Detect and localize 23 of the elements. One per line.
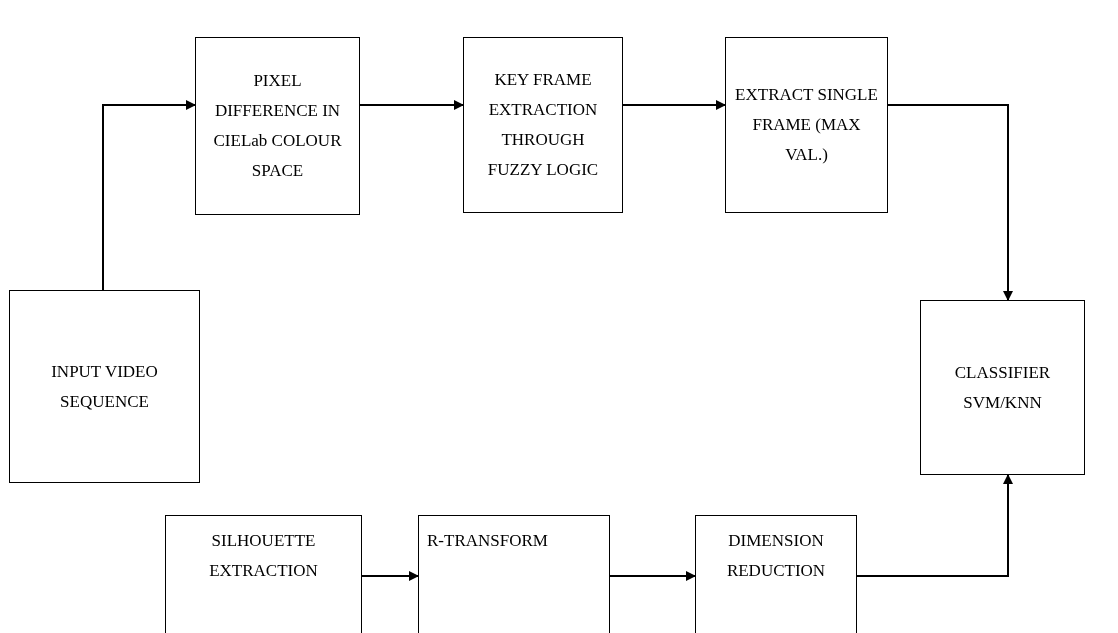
- arrow: [361, 571, 419, 581]
- box-label: PIXEL DIFFERENCE IN CIELab COLOUR SPACE: [212, 70, 343, 182]
- process-box: [418, 515, 610, 633]
- process-box: [165, 515, 362, 633]
- arrow: [359, 100, 464, 110]
- arrow: [102, 100, 196, 291]
- box-label: R-TRANSFORM: [427, 530, 548, 552]
- process-box: [695, 515, 857, 633]
- box-label: EXTRACT SINGLE FRAME (MAX VAL.): [734, 84, 879, 166]
- box-label: SILHOUETTE EXTRACTION: [208, 530, 319, 582]
- process-box: [725, 37, 888, 213]
- process-box: [195, 37, 360, 215]
- box-label: KEY FRAME EXTRACTION THROUGH FUZZY LOGIC: [486, 69, 600, 181]
- process-box: [920, 300, 1085, 475]
- arrow: [856, 474, 1013, 577]
- arrow: [609, 571, 696, 581]
- process-box: [463, 37, 623, 213]
- arrow: [622, 100, 726, 110]
- box-label: INPUT VIDEO SEQUENCE: [50, 360, 159, 413]
- arrow: [887, 104, 1013, 301]
- box-label: CLASSIFIER SVM/KNN: [953, 361, 1052, 414]
- box-label: DIMENSION REDUCTION: [725, 530, 827, 582]
- process-box: [9, 290, 200, 483]
